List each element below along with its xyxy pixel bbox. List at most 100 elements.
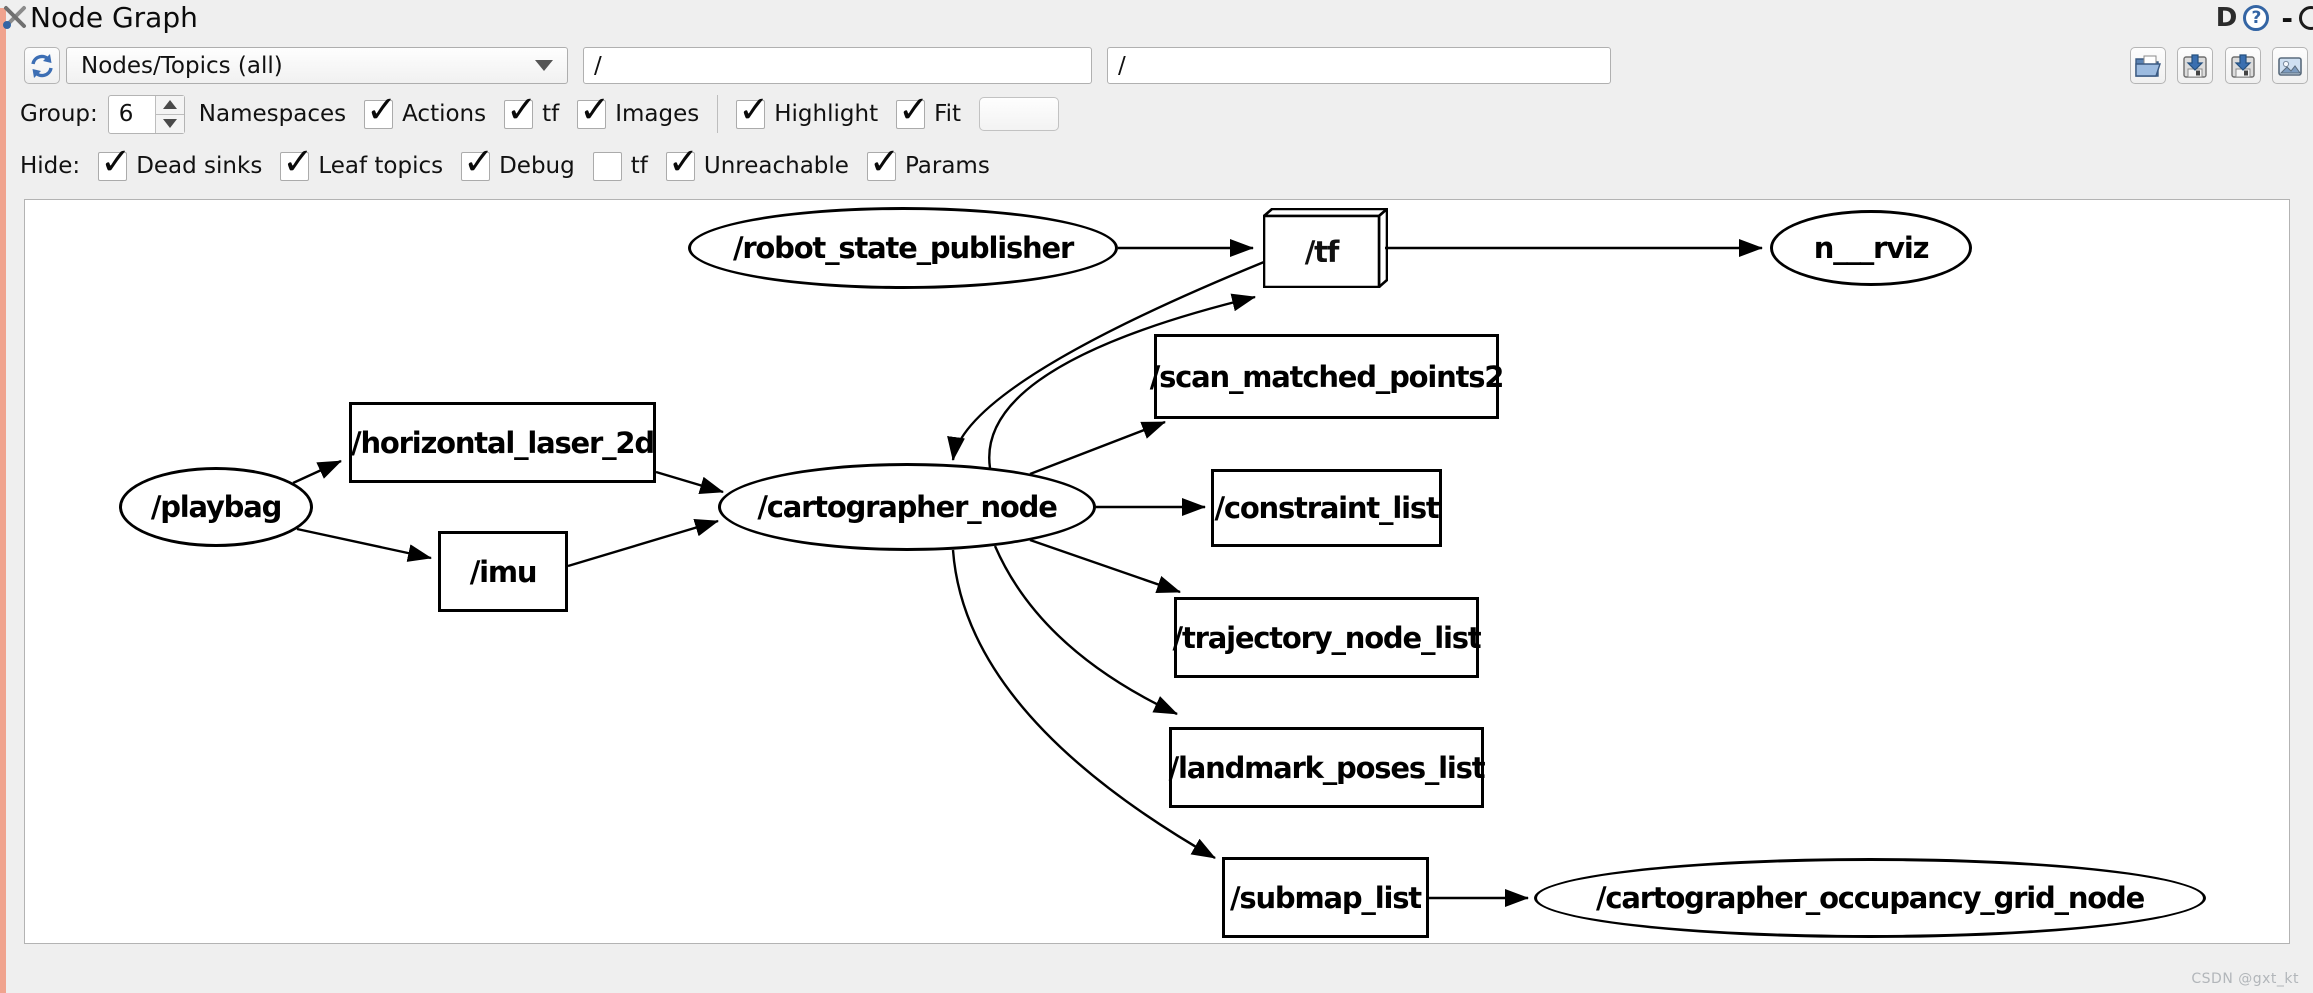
check-pair-params: ✓Params <box>866 143 990 181</box>
checkbox-label-tf: tf <box>630 153 648 179</box>
edge--playbag-to--horizontal-laser-2d <box>292 459 342 485</box>
checkbox-label-fit: Fit <box>934 101 962 127</box>
graph-node-horizontal_laser_2d: /horizontal_laser_2d <box>349 402 656 483</box>
checkbox-label-params: Params <box>904 153 990 179</box>
left-edge-strip <box>0 8 6 993</box>
checkbox-actions[interactable]: ✓ <box>364 91 397 129</box>
graph-node-rviz: n___rviz <box>1770 210 1972 286</box>
checkbox-unreachable[interactable]: ✓ <box>665 143 699 181</box>
check-pair-tf: tf <box>592 151 648 181</box>
checkmark-icon: ✓ <box>506 87 538 131</box>
edge--playbag-to--imu <box>296 527 432 562</box>
graph-edges <box>292 239 1763 907</box>
box3d-shape <box>1260 206 1391 290</box>
checkmark-icon: ✓ <box>366 87 398 131</box>
checkbox-images[interactable]: ✓ <box>577 91 610 129</box>
checkbox-dead-sinks[interactable]: ✓ <box>98 143 131 181</box>
checkbox-label-dead-sinks: Dead sinks <box>136 153 263 179</box>
refresh-button[interactable] <box>24 47 60 84</box>
checkmark-icon: ✓ <box>667 139 699 183</box>
refresh-icon <box>31 53 53 78</box>
save-image-button[interactable] <box>2272 47 2308 84</box>
save-image-icon <box>2278 56 2302 76</box>
namespaces-label: Namespaces <box>198 101 347 127</box>
save-dot-icon <box>2183 53 2207 78</box>
window-circle-icon[interactable] <box>2299 6 2313 30</box>
check-pair-unreachable: ✓Unreachable <box>665 143 849 181</box>
hide-label: Hide: <box>20 153 81 179</box>
checkbox-label-unreachable: Unreachable <box>703 153 849 179</box>
checkbox-label-debug: Debug <box>499 153 575 179</box>
checkbox-label-actions: Actions <box>402 101 487 127</box>
checkbox-label-highlight: Highlight <box>774 101 879 127</box>
watermark: CSDN @gxt_kt <box>2191 971 2299 987</box>
checkbox-highlight[interactable]: ✓ <box>736 91 769 129</box>
graph-canvas[interactable]: /robot_state_publisher /tf n___rviz/scan_… <box>24 199 2290 944</box>
titlebar: Node Graph D ? - <box>0 0 2313 36</box>
checkbox-leaf-topics[interactable]: ✓ <box>280 143 313 181</box>
graph-node-landmark_poses_list: /landmark_poses_list <box>1169 727 1486 808</box>
group-spinbox[interactable]: 6 <box>107 94 185 134</box>
checkbox-label-leaf-topics: Leaf topics <box>318 153 444 179</box>
spin-up-icon[interactable] <box>155 95 184 114</box>
empty-toolbar-button[interactable] <box>979 97 1060 131</box>
check-pair-dead-sinks: ✓Dead sinks <box>98 143 263 181</box>
edge--imu-to--cartographer-node <box>567 518 719 568</box>
checkmark-icon: ✓ <box>898 87 930 131</box>
checkbox-debug[interactable]: ✓ <box>461 143 494 181</box>
graph-node-trajectory_node_list: /trajectory_node_list <box>1173 597 1482 678</box>
checkmark-icon: ✓ <box>282 139 314 183</box>
graph-node-cartographer_occupancy_grid_node: /cartographer_occupancy_grid_node <box>1534 858 2206 938</box>
checkbox-label-tf: tf <box>542 101 560 127</box>
checkmark-icon: ✓ <box>100 139 132 183</box>
graph-node-cartographer_node: /cartographer_node <box>718 463 1096 551</box>
page-title: Node Graph <box>30 1 198 34</box>
help-icon[interactable]: ? <box>2243 5 2270 31</box>
check-pair-debug: ✓Debug <box>461 143 575 181</box>
checkmark-icon: ✓ <box>738 87 770 131</box>
graph-node-tf: /tf <box>1260 206 1391 290</box>
edge--cartographer-node-to--scan-matched-points2 <box>1029 420 1166 476</box>
checkbox-params[interactable]: ✓ <box>866 143 900 181</box>
group-label: Group: <box>20 101 98 127</box>
save-dot-button[interactable] <box>2177 47 2213 84</box>
checkmark-icon: ✓ <box>868 139 900 183</box>
topic-filter-input[interactable] <box>1107 47 1611 84</box>
graph-node-playbag: /playbag <box>119 467 313 547</box>
spin-down-icon[interactable] <box>155 113 184 133</box>
chevron-down-icon <box>535 60 553 71</box>
checkbox-tf[interactable] <box>592 151 622 181</box>
checkbox-fit[interactable]: ✓ <box>896 91 929 129</box>
graph-node-robot_state_publisher: /robot_state_publisher <box>688 207 1118 289</box>
checkmark-icon: ✓ <box>463 139 495 183</box>
dock-d-icon: D <box>2215 3 2238 33</box>
toolbar-separator <box>717 95 719 133</box>
checkbox-label-images: Images <box>615 101 700 127</box>
graph-node-imu: /imu <box>438 531 568 612</box>
check-pair-images: ✓Images <box>577 91 700 129</box>
graph-node-constraint_list: /constraint_list <box>1211 469 1442 547</box>
open-folder-icon <box>2135 55 2161 77</box>
minimize-icon[interactable]: - <box>2281 1 2293 35</box>
graph-node-submap_list: /submap_list <box>1222 857 1429 938</box>
check-pair-actions: ✓Actions <box>364 91 487 129</box>
graph-node-label: /tf <box>1304 235 1340 269</box>
checkbox-tf[interactable]: ✓ <box>504 91 537 129</box>
node-filter-input[interactable] <box>583 47 1092 84</box>
check-pair-highlight: ✓Highlight <box>736 91 879 129</box>
edge--cartographer-node-to--landmark-poses-list <box>993 545 1178 716</box>
open-dot-button[interactable] <box>2130 47 2166 84</box>
edge--cartographer-node-to--trajectory-node-list <box>1029 538 1181 594</box>
checkmark-icon: ✓ <box>579 87 611 131</box>
check-pair-leaf-topics: ✓Leaf topics <box>280 143 444 181</box>
graph-type-select[interactable]: Nodes/Topics (all) <box>66 47 568 84</box>
check-pair-tf: ✓tf <box>504 91 560 129</box>
options-row: Group: 6 Namespaces ✓Actions✓tf✓Images✓H… <box>20 91 1060 134</box>
plugin-tools-icon <box>3 6 26 29</box>
graph-type-value: Nodes/Topics (all) <box>81 52 283 79</box>
graph-node-scan_matched_points2: /scan_matched_points2 <box>1150 334 1504 419</box>
group-spinbox-value: 6 <box>118 101 134 127</box>
save-svg-button[interactable] <box>2225 47 2261 84</box>
